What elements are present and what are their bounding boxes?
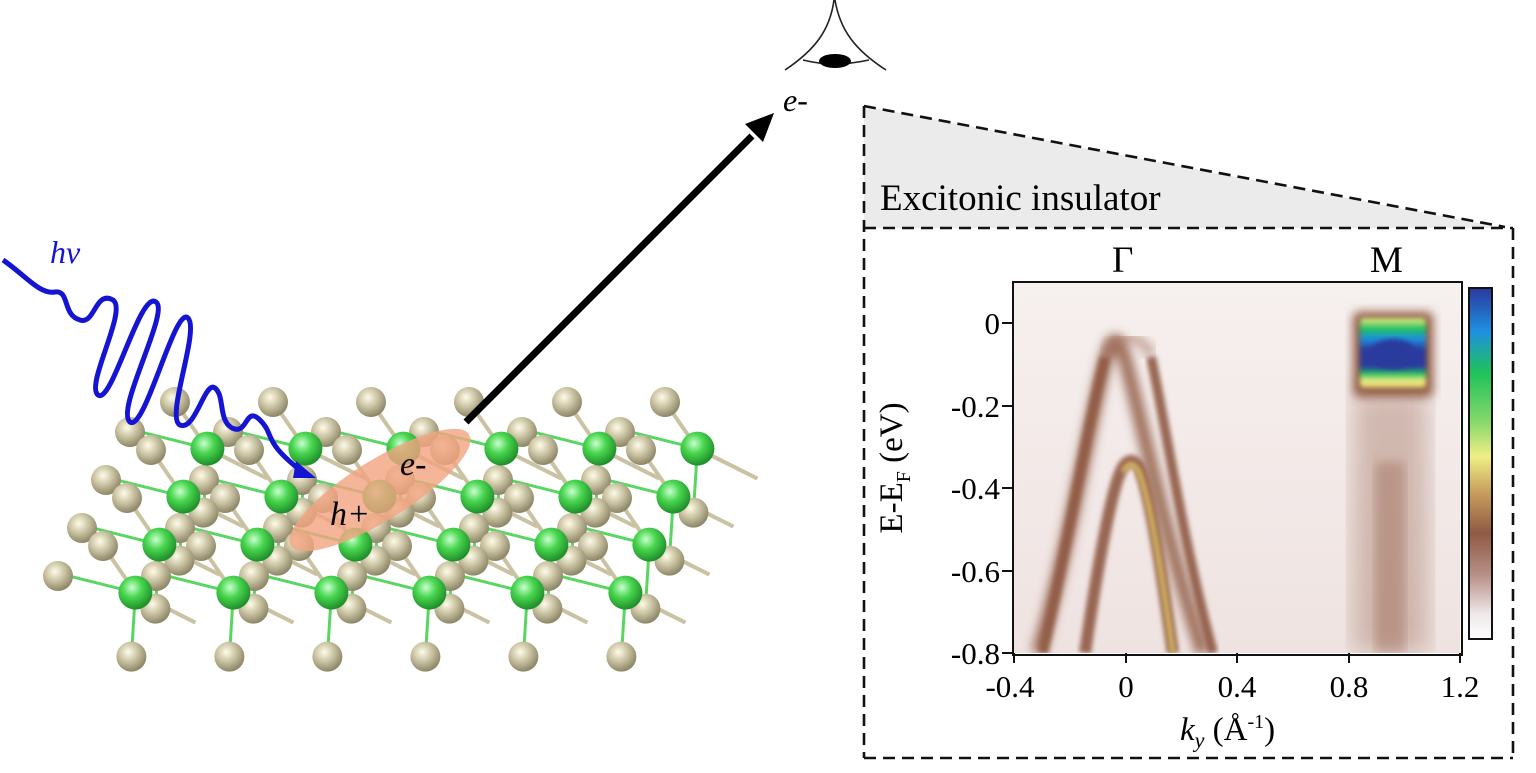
y-tick-label: 0 xyxy=(984,306,1001,341)
exciton-ellipse xyxy=(289,428,471,552)
y-tick-label: -0.8 xyxy=(950,636,1000,671)
x-tick-mark xyxy=(1125,653,1127,663)
y-tick-mark xyxy=(1002,405,1013,407)
x-tick-mark xyxy=(1236,653,1238,663)
x-tick-mark xyxy=(1459,653,1461,663)
x-tick-label: 1.2 xyxy=(1440,669,1480,704)
y-axis-label: E-EF (eV) xyxy=(874,402,915,534)
y-tick-label: -0.6 xyxy=(950,554,1000,589)
y-tick-label: -0.4 xyxy=(950,471,1000,506)
panel-title: Excitonic insulator xyxy=(880,178,1161,219)
gamma-point-label: Γ xyxy=(1112,240,1134,281)
crystal-lattice xyxy=(43,387,759,672)
photoemission-arrowhead xyxy=(745,113,774,142)
arpes-heatmap xyxy=(1013,282,1460,653)
emitted-electron-label: e- xyxy=(783,82,808,118)
plot-frame xyxy=(1012,281,1463,656)
y-tick-mark xyxy=(1002,570,1013,572)
photon-wave xyxy=(1,257,302,472)
x-tick-label: 0 xyxy=(1118,669,1134,704)
panel-dashed-frame xyxy=(862,104,1515,760)
hole-label: h+ xyxy=(330,496,370,533)
x-tick-label: 0.4 xyxy=(1217,669,1257,704)
colorbar xyxy=(1468,287,1493,640)
photon-arrowhead xyxy=(293,461,316,478)
exciton-electron-label: e- xyxy=(400,446,427,483)
x-tick-mark xyxy=(1013,653,1015,663)
m-point-label: M xyxy=(1370,240,1403,281)
x-tick-label: 0.8 xyxy=(1329,669,1369,704)
y-tick-label: -0.2 xyxy=(950,389,1000,424)
y-tick-mark xyxy=(1002,487,1013,489)
x-tick-label: -0.4 xyxy=(985,669,1035,704)
x-axis-label: ky (Å-1) xyxy=(1180,711,1276,753)
y-tick-mark xyxy=(1002,652,1013,654)
x-tick-mark xyxy=(1348,653,1350,663)
y-tick-mark xyxy=(1002,322,1013,324)
photon-label: hν xyxy=(50,234,81,270)
photoemission-arrow xyxy=(463,133,755,425)
eye-icon xyxy=(784,0,887,71)
